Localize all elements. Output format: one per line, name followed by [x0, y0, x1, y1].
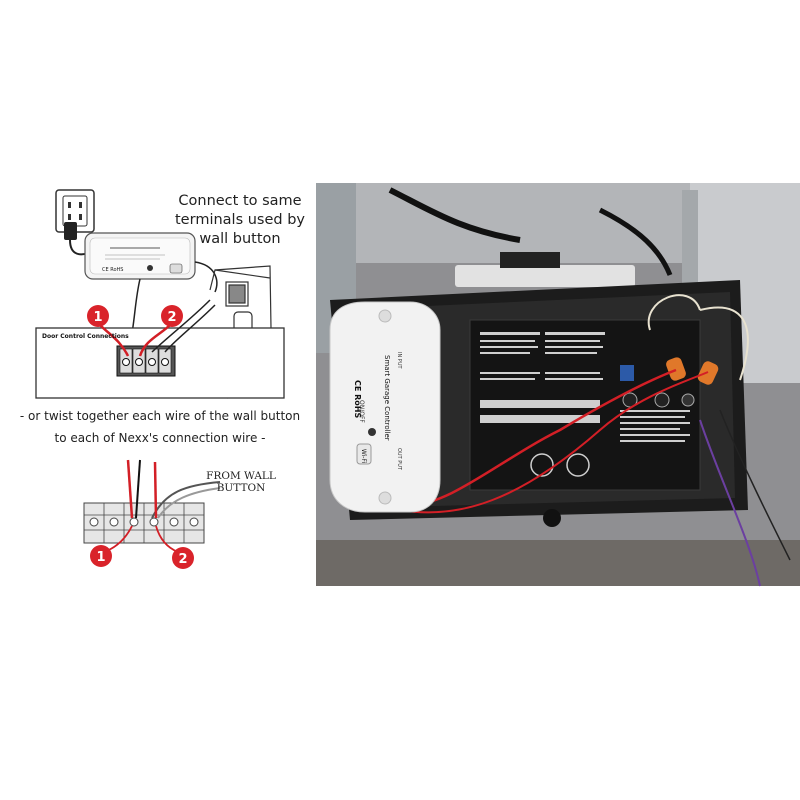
svg-text:Smart Garage Controller: Smart Garage Controller — [383, 355, 391, 441]
marker-1-bottom: 1 — [90, 545, 112, 567]
marker-1-label: 1 — [93, 310, 102, 325]
door-control-box-title: Door Control Connections — [42, 333, 129, 340]
svg-text:IN PUT: IN PUT — [396, 352, 402, 369]
marker-2-label: 2 — [167, 310, 176, 325]
marker-2-label-bottom: 2 — [178, 552, 187, 567]
marker-2-bottom: 2 — [172, 547, 194, 569]
smart-controller-photo: Wi-Fi CE RoHS Smart Garage Controller IN… — [329, 301, 441, 513]
from-wall-button-label: FROM WALL BUTTON — [206, 470, 276, 494]
caption-line-1: - or twist together each wire of the wal… — [19, 409, 301, 423]
svg-text:Wi-Fi: Wi-Fi — [360, 449, 367, 464]
caption-text: - or twist together each wire of the wal… — [10, 405, 310, 449]
svg-text:ON/OFF: ON/OFF — [358, 400, 365, 423]
marker-1-top: 1 — [87, 305, 109, 327]
svg-text:CE RoHS: CE RoHS — [102, 267, 123, 273]
svg-text:OUT PUT: OUT PUT — [396, 448, 402, 471]
svg-text:CE RoHS: CE RoHS — [353, 380, 362, 418]
caption-line-2: to each of Nexx's connection wire - — [54, 431, 266, 445]
terminal-strip-bottom — [83, 502, 205, 544]
marker-1-label-bottom: 1 — [96, 550, 105, 565]
installation-photo: Wi-Fi CE RoHS Smart Garage Controller IN… — [316, 183, 800, 587]
marker-2-top: 2 — [161, 305, 183, 327]
headline-text: Connect to same terminals used by wall b… — [175, 193, 305, 247]
wall-outlet-icon — [55, 189, 95, 233]
